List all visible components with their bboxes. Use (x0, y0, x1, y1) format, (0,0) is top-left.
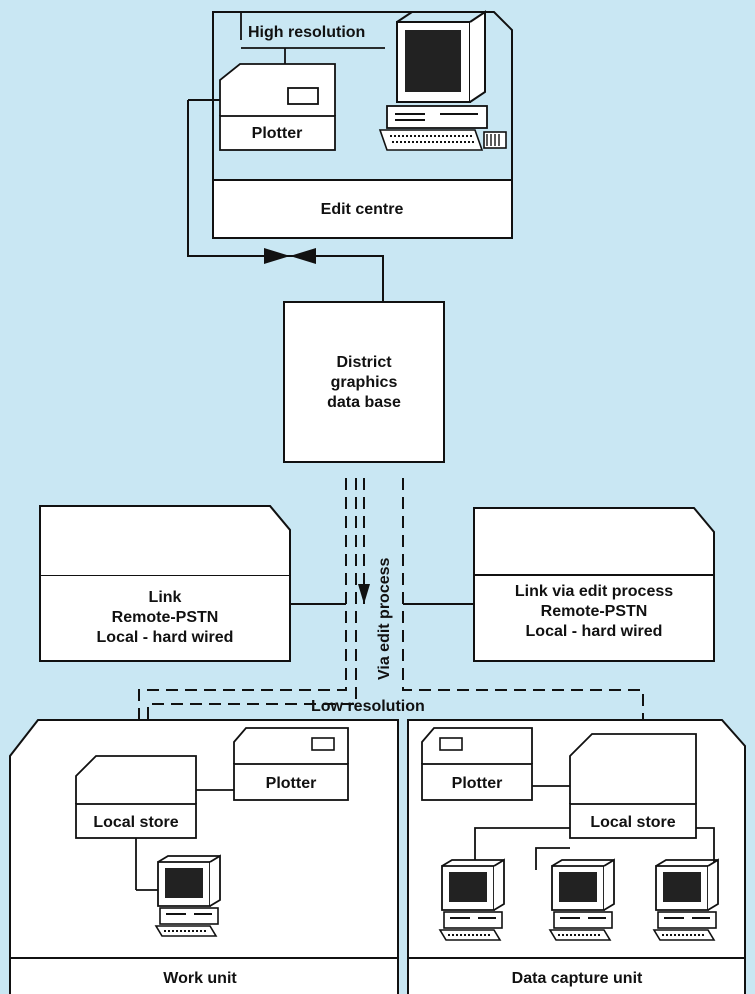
computer-icon (155, 855, 221, 937)
database-line-3: data base (327, 394, 401, 411)
data-capture-local-store-label: Local store (590, 814, 675, 831)
high-resolution-label: High resolution (248, 24, 365, 41)
arrow-right-icon (264, 248, 290, 264)
work-unit-local-store-label: Local store (93, 814, 178, 831)
via-edit-process-label: Via edit process (376, 557, 393, 680)
link-right-line-3: Local - hard wired (526, 623, 663, 640)
plotter-edit-centre: Plotter (219, 63, 336, 151)
district-graphics-database: District graphics data base (283, 301, 445, 463)
computer-icon (439, 859, 505, 941)
arrow-left-icon (290, 248, 316, 264)
edit-centre: Edit centre High resolution Plotter (212, 10, 513, 239)
work-unit-title: Work unit (163, 970, 237, 987)
link-right-line-2: Remote-PSTN (541, 603, 648, 620)
plotter-label: Plotter (252, 125, 303, 142)
computer-icon (549, 859, 615, 941)
data-capture-plotter-label: Plotter (452, 775, 503, 792)
edit-centre-platform-edge (212, 11, 241, 238)
low-resolution-label: Low resolution (311, 698, 425, 715)
link-box-right: Link via edit process Remote-PSTN Local … (473, 507, 715, 662)
link-right-line-1: Link via edit process (515, 583, 673, 600)
computer-icon (653, 859, 719, 941)
link-left-line-3: Local - hard wired (97, 629, 234, 646)
edit-centre-label-box (212, 179, 513, 239)
work-unit: Work unit Local store Plotter (9, 719, 399, 994)
data-capture-unit-title: Data capture unit (512, 970, 643, 987)
computer-workstation-icon (378, 10, 507, 151)
high-resolution-link (187, 99, 384, 302)
link-left-line-2: Remote-PSTN (112, 609, 219, 626)
work-unit-plotter-label: Plotter (266, 775, 317, 792)
database-line-2: graphics (331, 374, 398, 391)
data-capture-unit: Data capture unit Plotter Local store (407, 719, 746, 994)
database-line-1: District (336, 354, 392, 371)
plotter-display (287, 87, 319, 105)
edit-centre-platform-edge-right (241, 11, 513, 180)
link-left-line-1: Link (149, 589, 182, 606)
edit-centre-title: Edit centre (321, 201, 404, 218)
arrow-down-icon (358, 584, 370, 604)
link-box-left: Link Remote-PSTN Local - hard wired (39, 505, 291, 662)
